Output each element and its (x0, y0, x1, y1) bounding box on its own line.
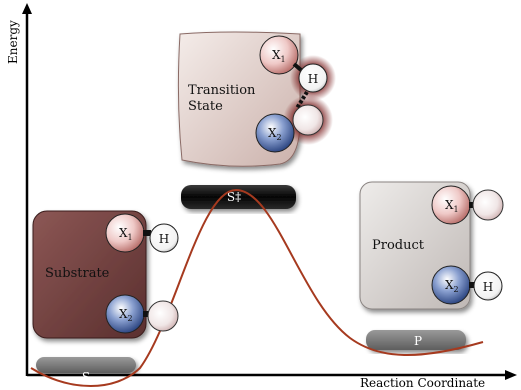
transition-level-bar (181, 185, 296, 209)
x-axis-arrow (505, 370, 517, 380)
substrate-h-atom: H (149, 223, 179, 253)
substrate-x2-atom: X2 (105, 294, 145, 334)
svg-text:X2: X2 (119, 307, 133, 323)
svg-text:X2: X2 (445, 278, 459, 294)
transition-empty-site (292, 104, 324, 136)
substrate-x1-h-bond (143, 230, 151, 236)
transition-partial-bond-1 (292, 62, 303, 72)
svg-text:X2: X2 (268, 126, 282, 142)
substrate-empty-site (147, 300, 179, 332)
transition-state-label-line1: Transition (188, 83, 256, 98)
substrate-level-bar (36, 357, 136, 373)
product-h-atom: H (473, 271, 503, 301)
substrate-level-label: S (82, 370, 90, 384)
x-axis-label: Reaction Coordinate (360, 376, 485, 390)
product-x1-atom: X1 (431, 185, 471, 225)
y-axis-label: Energy (6, 20, 20, 64)
svg-text:H: H (308, 72, 318, 86)
transition-x1-atom: X1 (259, 35, 299, 75)
product-x2-h-bond (469, 282, 475, 288)
svg-text:X1: X1 (272, 48, 286, 64)
product-box-label: Product (372, 238, 425, 253)
product-level-bar (366, 330, 466, 350)
substrate-x2-bond (143, 311, 151, 317)
transition-partial-bond-2 (295, 90, 309, 110)
svg-text:H: H (483, 280, 493, 294)
product-empty-site (472, 189, 504, 221)
substrate-x1-atom: X1 (105, 213, 145, 253)
svg-text:X1: X1 (445, 198, 459, 214)
svg-text:X1: X1 (119, 226, 133, 242)
transition-level-label: S‡ (227, 190, 241, 204)
product-x2-atom: X2 (431, 265, 471, 305)
svg-text:H: H (159, 232, 169, 246)
y-axis-arrow (22, 3, 32, 14)
transition-state-label-line2: State (188, 99, 223, 114)
transition-h-atom: H (298, 63, 328, 93)
substrate-box-label: Substrate (45, 266, 110, 281)
transition-x2-atom: X2 (255, 113, 295, 153)
product-level-label: P (414, 334, 422, 348)
reaction-curve (30, 188, 484, 387)
